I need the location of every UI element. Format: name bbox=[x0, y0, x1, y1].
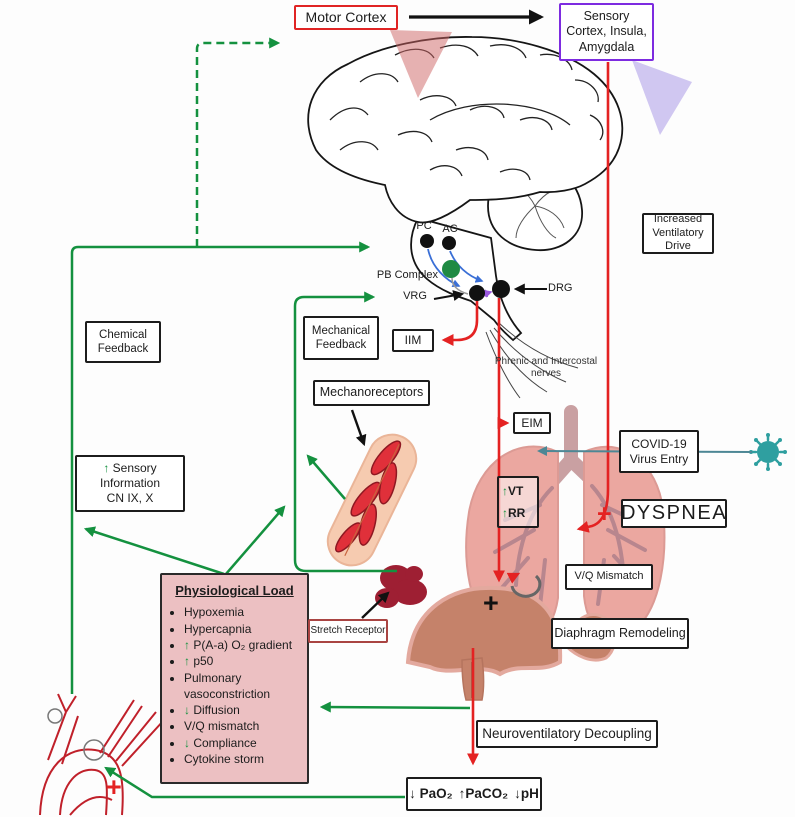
physiological-load-title: Physiological Load bbox=[175, 583, 294, 598]
blood-gas-box: ↓ PaO₂ ↑PaCO₂ ↓pH bbox=[406, 777, 542, 811]
list-item: ↓ Compliance bbox=[184, 735, 301, 751]
intercostal-muscle-illustration bbox=[326, 433, 418, 567]
pao2-item: ↓ PaO₂ bbox=[409, 785, 453, 801]
diaphragm-plus-sign: + bbox=[483, 588, 499, 618]
sensory-information-box: ↑ Sensory Information CN IX, X bbox=[75, 455, 185, 512]
stretch-receptor-box: Stretch Receptor bbox=[308, 619, 388, 643]
list-item: Hypoxemia bbox=[184, 604, 301, 620]
up-arrow-icon: ↑ bbox=[458, 785, 466, 801]
down-arrow-icon: ↓ bbox=[514, 785, 521, 801]
diaphragm-remodeling-box: Diaphragm Remodeling bbox=[551, 618, 689, 649]
vq-shunt-icon bbox=[506, 572, 542, 598]
mechanical-feedback-box: Mechanical Feedback bbox=[303, 316, 379, 360]
vessels-plus-sign: + bbox=[106, 772, 122, 802]
list-item: ↓ Diffusion bbox=[184, 702, 301, 718]
pb-complex-label: PB Complex bbox=[376, 269, 438, 281]
up-arrow-icon: ↑ bbox=[103, 461, 110, 475]
dyspnea-box: DYSPNEA bbox=[621, 499, 727, 528]
list-item: ↑ p50 bbox=[184, 653, 301, 669]
list-item: ↑ P(A-a) O₂ gradient bbox=[184, 637, 301, 653]
drg-label: DRG bbox=[548, 282, 573, 294]
iim-box: IIM bbox=[392, 329, 434, 352]
brainstem-nuclei bbox=[420, 234, 510, 301]
pointer-arrows-black bbox=[350, 9, 547, 619]
sensory-cortex-box: Sensory Cortex, Insula, Amygdala bbox=[559, 3, 654, 61]
chemical-feedback-box: Chemical Feedback bbox=[85, 321, 161, 363]
list-item: Hypercapnia bbox=[184, 621, 301, 637]
motor-cortex-box: Motor Cortex bbox=[294, 5, 398, 30]
increased-ventilatory-drive-box: Increased Ventilatory Drive bbox=[642, 213, 714, 254]
vrg-label: VRG bbox=[403, 290, 427, 302]
paco2-item: ↑PaCO₂ bbox=[458, 785, 509, 801]
list-item: Pulmonary vasoconstriction bbox=[184, 670, 301, 703]
down-arrow-icon: ↓ bbox=[409, 785, 416, 801]
list-item: Cytokine storm bbox=[184, 751, 301, 767]
rr-row: ↑RR bbox=[502, 505, 526, 520]
covid-virus-entry-box: COVID-19 Virus Entry bbox=[619, 430, 699, 473]
vt-row: ↑VT bbox=[502, 483, 524, 498]
physiological-load-box: Physiological Load Hypoxemia Hypercapnia… bbox=[160, 573, 309, 784]
covid-virus-icon bbox=[749, 433, 787, 471]
physiological-load-list: Hypoxemia Hypercapnia ↑ P(A-a) O₂ gradie… bbox=[168, 604, 301, 767]
brain-illustration bbox=[307, 30, 692, 399]
dyspnea-plus-sign: + bbox=[597, 500, 612, 528]
up-arrow-icon: ↑ bbox=[502, 483, 508, 498]
up-arrow-icon: ↑ bbox=[502, 505, 508, 520]
vq-mismatch-box: V/Q Mismatch bbox=[565, 564, 653, 590]
mechanoreceptors-box: Mechanoreceptors bbox=[313, 380, 430, 406]
feedback-arrows-green bbox=[70, 37, 471, 799]
phrenic-intercostal-nerves-label: Phrenic and Intercostal nerves bbox=[494, 356, 598, 379]
eim-box: EIM bbox=[513, 412, 551, 434]
list-item: V/Q mismatch bbox=[184, 718, 301, 734]
ph-item: ↓pH bbox=[514, 785, 539, 801]
signal-arrows-red bbox=[441, 62, 610, 766]
neuroventilatory-decoupling-box: Neuroventilatory Decoupling bbox=[476, 720, 658, 748]
pc-label: PC bbox=[416, 220, 432, 232]
ac-label: AC bbox=[442, 223, 458, 235]
blood-vessels-illustration bbox=[39, 693, 165, 816]
vt-rr-box: ↑VT ↑RR bbox=[497, 476, 539, 528]
